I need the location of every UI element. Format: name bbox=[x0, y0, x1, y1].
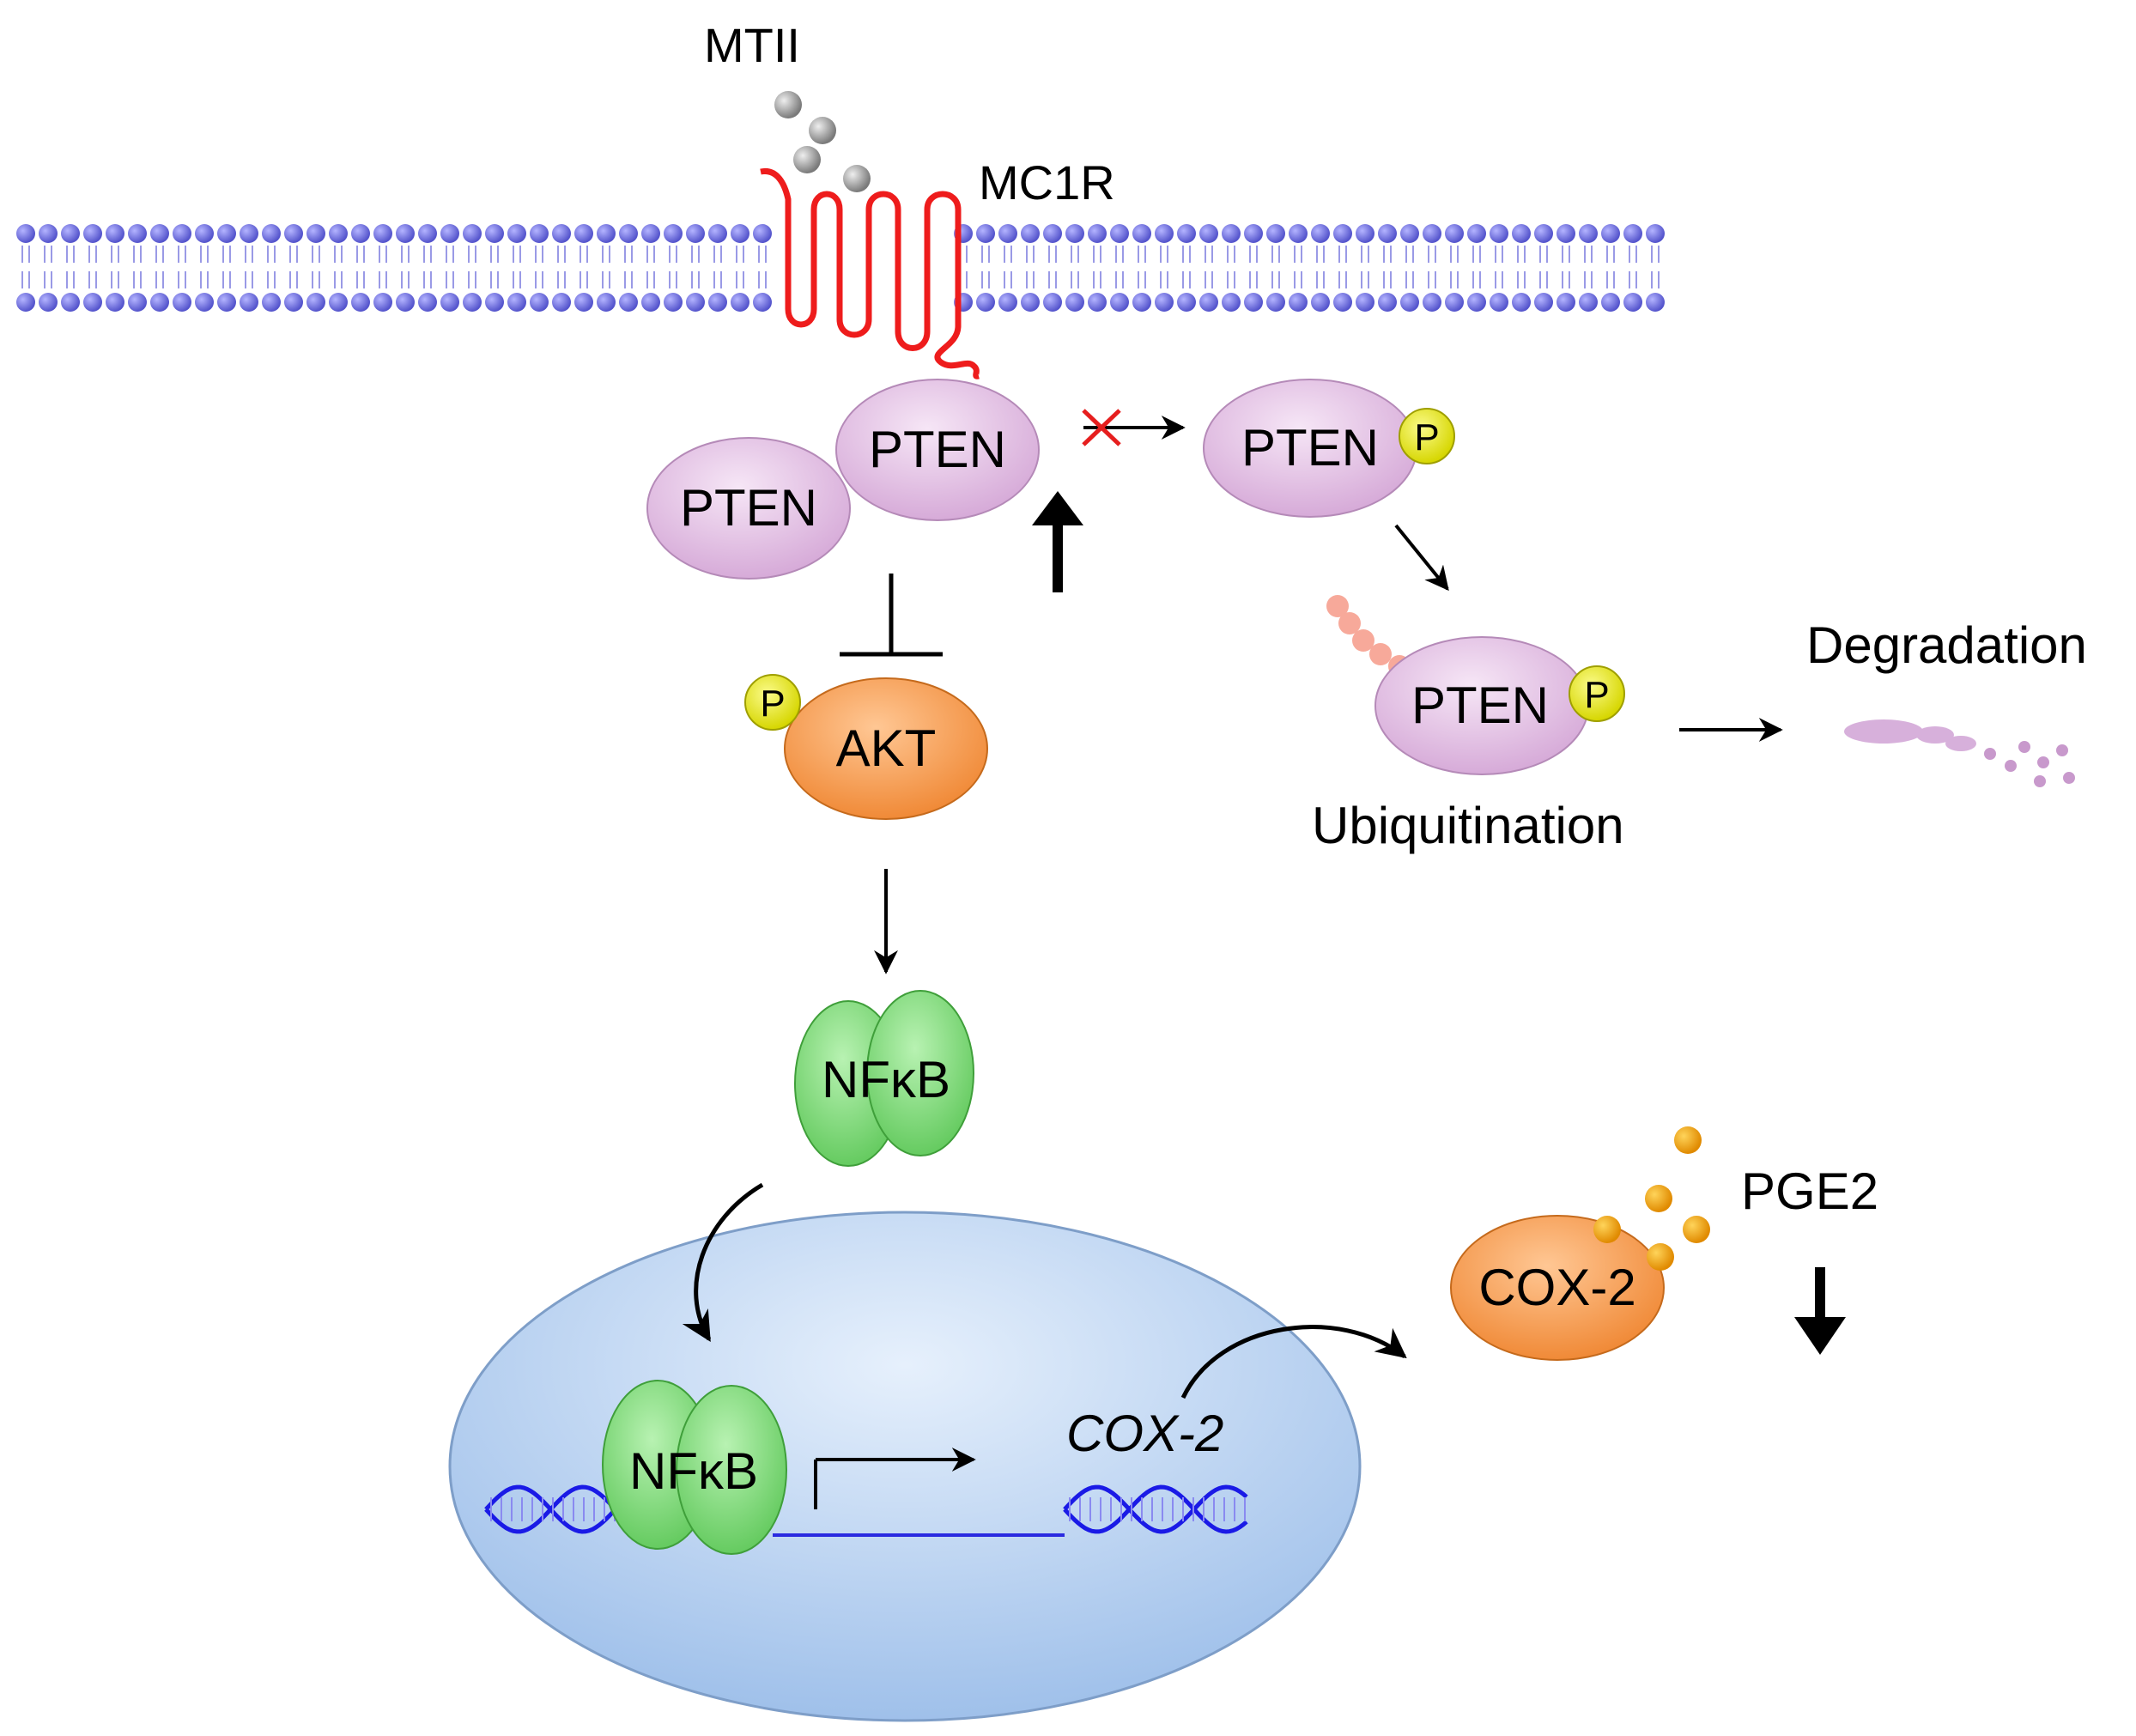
transcription-arrow bbox=[814, 1448, 976, 1509]
pge2-label: PGE2 bbox=[1741, 1162, 1878, 1220]
pten-right-label: PTEN bbox=[869, 421, 1006, 478]
cox2-gene-label: COX-2 bbox=[1066, 1405, 1223, 1462]
mc1r-receptor bbox=[760, 167, 980, 379]
phospho-label: P bbox=[1414, 416, 1439, 458]
mtii-label: MTII bbox=[704, 18, 800, 72]
inhibition-bar bbox=[840, 574, 943, 657]
cox2-protein: COX-2 bbox=[1450, 1215, 1665, 1361]
akt-phospho-label: P bbox=[760, 683, 785, 725]
pten-ubiquitinated: PTEN P bbox=[1374, 636, 1625, 775]
nucleus bbox=[448, 1211, 1362, 1722]
arrow-to-cox2-protein bbox=[1180, 1325, 1407, 1399]
nfkb-nucleus: NFκB bbox=[602, 1380, 787, 1555]
mc1r-label: MC1R bbox=[979, 155, 1115, 209]
degradation-fragments bbox=[1844, 719, 2075, 787]
up-arrow bbox=[1032, 491, 1083, 592]
pten-right: PTEN bbox=[835, 379, 1040, 521]
mtii-ligand-dots bbox=[774, 91, 871, 192]
nfkb-label: NFκB bbox=[822, 1051, 950, 1108]
ubiquitination-label: Ubiquitination bbox=[1312, 797, 1624, 854]
nfkb-nuclear-label: NFκB bbox=[629, 1442, 758, 1500]
arrow-to-ubiquitination bbox=[1394, 524, 1449, 592]
akt-protein: AKT P bbox=[744, 674, 988, 820]
cell-membrane bbox=[16, 224, 1665, 312]
block-x-icon bbox=[1082, 409, 1121, 446]
pten-ubq-label: PTEN bbox=[1411, 677, 1549, 734]
pten-phosphorylated: PTEN P bbox=[1203, 379, 1455, 518]
pge2-dots bbox=[1593, 1126, 1710, 1271]
arrow-nfkb-to-nucleus bbox=[682, 1182, 764, 1343]
down-arrow bbox=[1794, 1267, 1846, 1355]
akt-label: AKT bbox=[836, 719, 937, 777]
pten-left: PTEN bbox=[646, 437, 851, 580]
degradation-label: Degradation bbox=[1806, 616, 2087, 674]
nfkb-cytoplasm: NFκB bbox=[794, 990, 974, 1167]
cox2-protein-label: COX-2 bbox=[1478, 1259, 1635, 1316]
dna-right bbox=[1063, 1484, 1248, 1534]
pten-phos-label: PTEN bbox=[1241, 419, 1379, 476]
phospho-label-2: P bbox=[1584, 674, 1609, 716]
pten-left-label: PTEN bbox=[680, 479, 817, 537]
